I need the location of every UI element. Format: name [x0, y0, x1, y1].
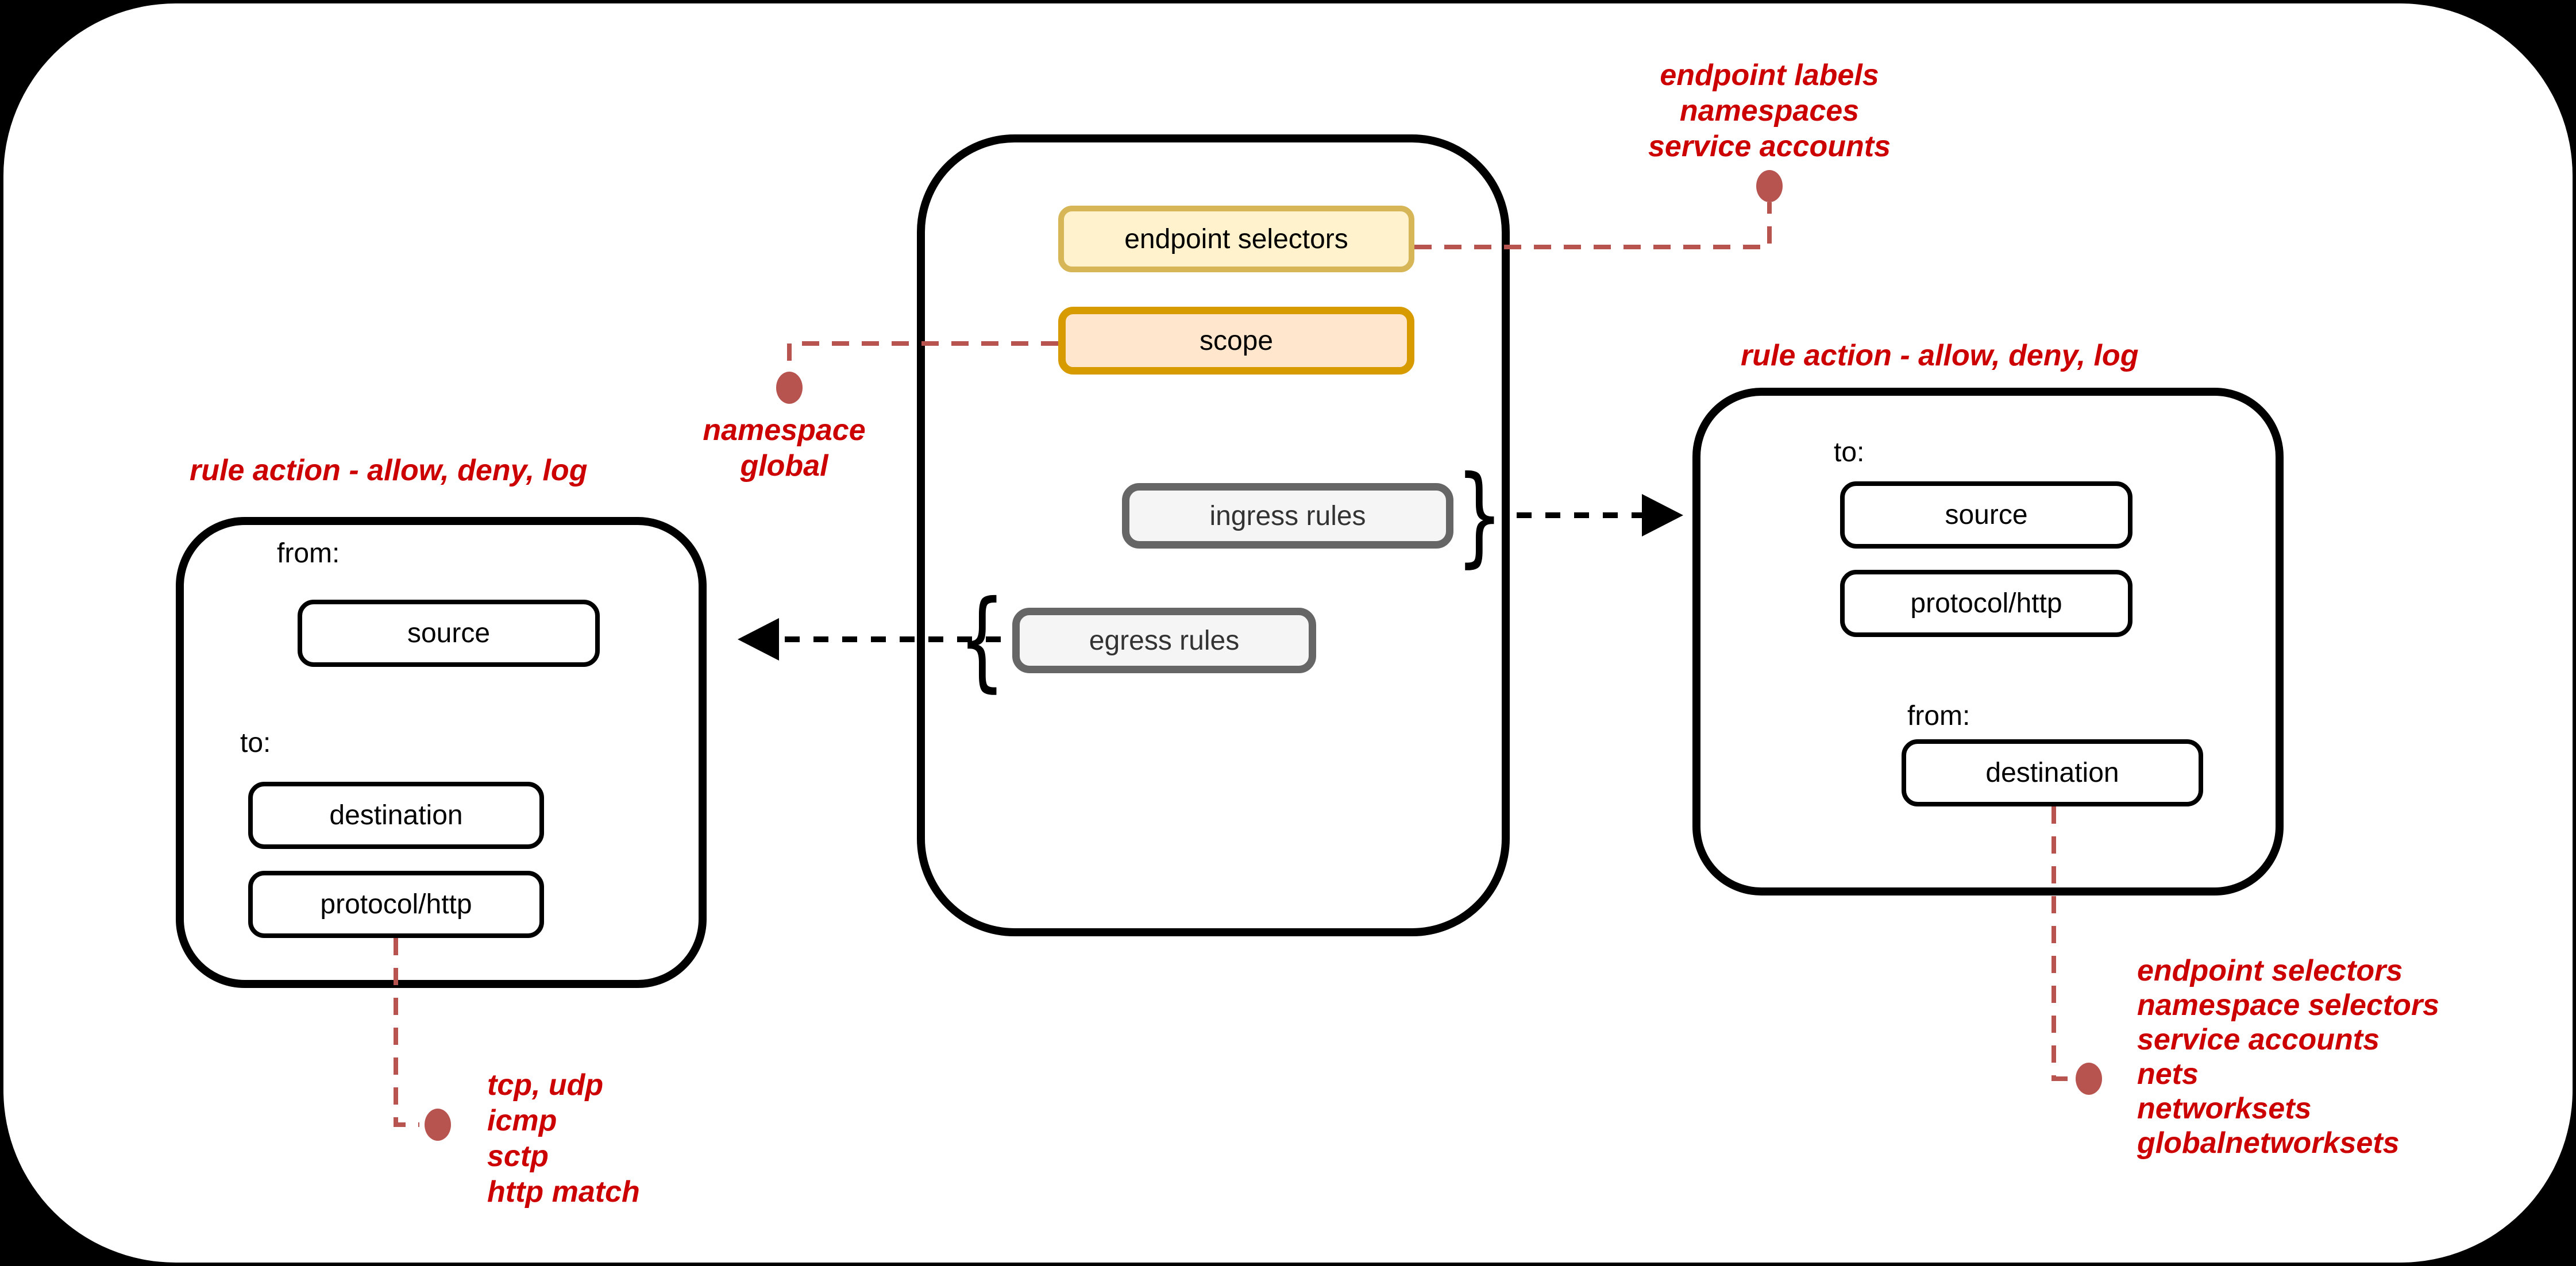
note-line: namespaces [1679, 94, 1860, 128]
note-line: endpoint selectors [2137, 954, 2403, 987]
destination-note: endpoint selectors namespace selectors s… [2137, 954, 2439, 1160]
left-source-label: source [407, 618, 491, 649]
left-destination-node: destination [248, 782, 544, 849]
right-source-label: source [1945, 500, 2028, 530]
note-line: namespace [703, 414, 866, 447]
left-destination-label: destination [329, 800, 463, 831]
ingress-rules-label: ingress rules [1209, 500, 1366, 531]
endpoint-selectors-node: endpoint selectors [1058, 206, 1414, 272]
note-line: networksets [2137, 1092, 2312, 1125]
left-to-label: to: [240, 728, 271, 758]
note-line: tcp, udp [487, 1068, 604, 1102]
scope-node: scope [1058, 307, 1414, 375]
left-protocol-label: protocol/http [320, 889, 472, 920]
note-line: namespace selectors [2137, 989, 2440, 1022]
note-line: endpoint labels [1660, 59, 1879, 92]
right-source-node: source [1840, 481, 2132, 549]
note-line: nets [2137, 1057, 2199, 1091]
note-line: http match [487, 1175, 640, 1209]
note-line: globalnetworksets [2137, 1126, 2400, 1160]
scope-note: namespace global [661, 412, 908, 484]
scope-label: scope [1199, 325, 1274, 356]
egress-rules-label: egress rules [1089, 625, 1240, 656]
right-destination-node: destination [1902, 739, 2203, 806]
right-from-label: from: [1907, 701, 1970, 731]
ingress-rules-node: ingress rules [1122, 483, 1453, 549]
note-line: service accounts [1648, 130, 1891, 163]
note-line: sctp [487, 1140, 549, 1173]
endpoint-selectors-note: endpoint labels namespaces service accou… [1551, 57, 1988, 164]
note-line: global [740, 449, 828, 483]
note-line: icmp [487, 1104, 557, 1137]
right-protocol-node: protocol/http [1840, 570, 2132, 637]
right-to-label: to: [1834, 437, 1865, 468]
left-protocol-node: protocol/http [248, 871, 544, 938]
endpoint-selectors-label: endpoint selectors [1124, 223, 1348, 254]
note-line: service accounts [2137, 1023, 2380, 1056]
left-source-node: source [298, 600, 600, 667]
ingress-rule-box [1692, 388, 2284, 896]
egress-rules-node: egress rules [1012, 608, 1316, 673]
right-protocol-label: protocol/http [1910, 588, 2062, 619]
right-rule-action-title: rule action - allow, deny, log [1741, 339, 2139, 372]
left-rule-action-title: rule action - allow, deny, log [190, 454, 588, 487]
left-from-label: from: [277, 538, 340, 569]
right-destination-label: destination [1985, 758, 2119, 788]
protocol-note: tcp, udp icmp sctp http match [487, 1067, 640, 1210]
